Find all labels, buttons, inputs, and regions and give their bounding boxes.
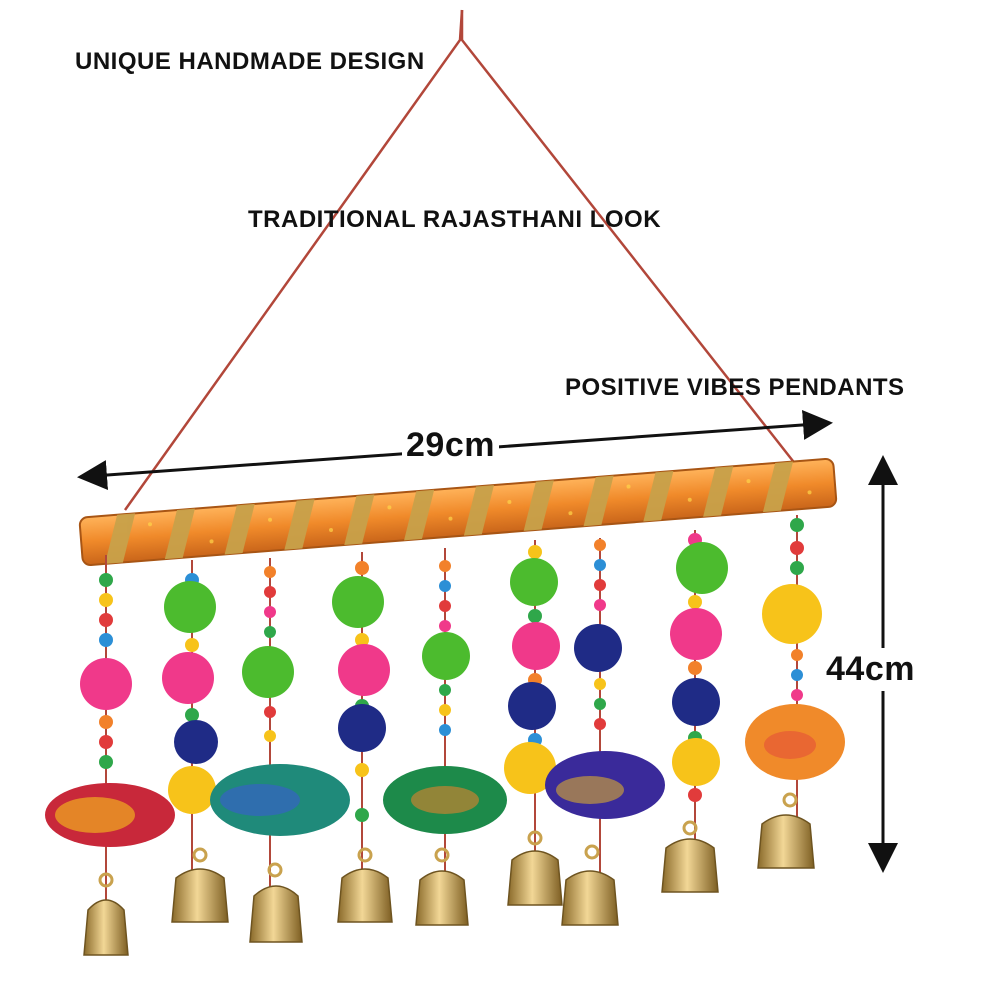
pendant-strand-4 xyxy=(332,552,393,923)
bell-icon xyxy=(682,820,698,836)
feature-label-design: UNIQUE HANDMADE DESIGN xyxy=(75,48,425,75)
brass-bell xyxy=(507,850,563,906)
pompom-navy xyxy=(338,704,386,752)
feature-label-pendants: POSITIVE VIBES PENDANTS xyxy=(565,374,905,401)
bell-icon xyxy=(434,847,450,863)
bell-icon xyxy=(584,844,600,860)
pompom-green xyxy=(164,581,216,633)
pompom-yellow xyxy=(504,742,556,794)
bell-icon xyxy=(267,862,283,878)
bell-icon xyxy=(98,872,114,888)
pendant-strand-6 xyxy=(504,540,563,906)
bell-icon xyxy=(192,847,208,863)
brass-bell xyxy=(661,838,719,893)
brass-bell xyxy=(337,868,393,923)
brass-bell xyxy=(83,899,129,956)
brass-bell xyxy=(415,870,469,926)
pompom-navy xyxy=(672,678,720,726)
fabric-parrot xyxy=(745,704,845,780)
width-dimension-label: 29cm xyxy=(402,426,499,465)
pompom-pink xyxy=(338,644,390,696)
height-dimension-label: 44cm xyxy=(824,648,917,691)
pompom-yellow xyxy=(168,766,216,814)
pendant-strand-7 xyxy=(545,538,665,926)
pompom-yellow xyxy=(672,738,720,786)
pompom-green xyxy=(510,558,558,606)
pompom-pink xyxy=(162,652,214,704)
pompom-green xyxy=(242,646,294,698)
pendant-strand-5 xyxy=(383,548,507,926)
pompom-green xyxy=(422,632,470,680)
brass-bell xyxy=(561,870,619,926)
pompom-navy xyxy=(508,682,556,730)
pendant-strand-8 xyxy=(661,530,728,893)
pendant-strand-2 xyxy=(162,560,229,923)
decorative-rod xyxy=(78,458,838,566)
pompom-navy xyxy=(174,720,218,764)
pompom-pink xyxy=(80,658,132,710)
pompom-green xyxy=(332,576,384,628)
bell-icon xyxy=(357,847,373,863)
pompom-yellow xyxy=(762,584,822,644)
feature-label-look: TRADITIONAL RAJASTHANI LOOK xyxy=(248,206,662,233)
pompom-pink xyxy=(512,622,560,670)
pendant-strand-9 xyxy=(745,515,845,869)
pompom-green xyxy=(676,542,728,594)
pendant-strand-1 xyxy=(45,555,175,956)
bell-icon xyxy=(782,792,798,808)
hanging-string xyxy=(123,9,801,511)
rod-gold-bands xyxy=(104,461,794,564)
bell-icon xyxy=(527,830,543,846)
pompom-navy xyxy=(574,624,622,672)
pompom-pink xyxy=(670,608,722,660)
brass-bell xyxy=(171,868,229,923)
pendant-strand-3 xyxy=(210,558,350,943)
brass-bell xyxy=(249,885,303,943)
brass-bell xyxy=(757,814,815,869)
